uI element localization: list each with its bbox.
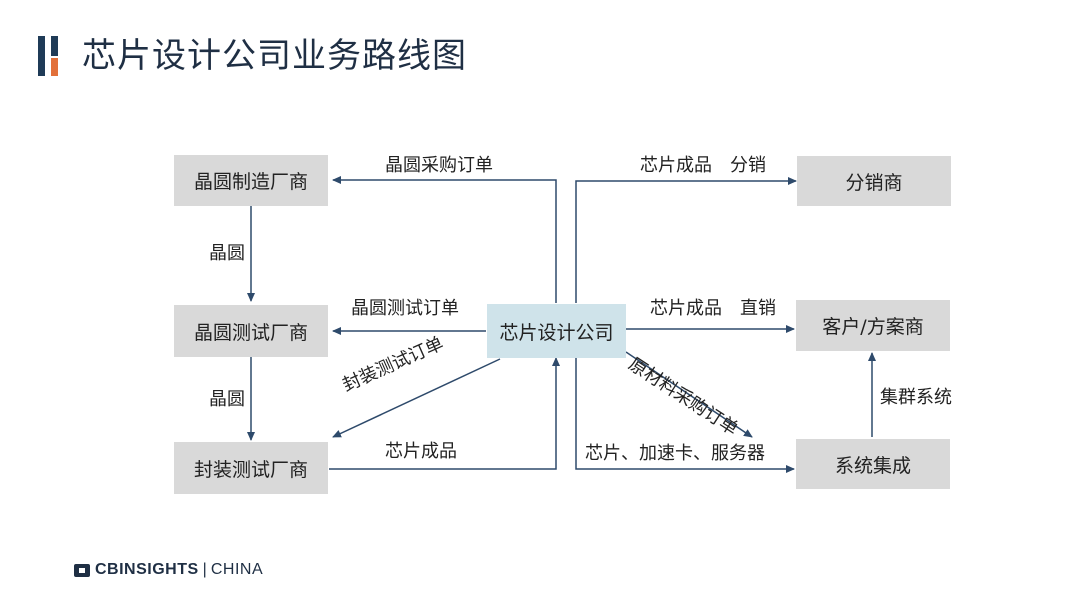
cbinsights-china-logo: CBINSIGHTS | CHINA — [74, 560, 263, 580]
node-wafer-fab: 晶圆制造厂商 — [174, 155, 328, 206]
logo-separator: | — [202, 561, 207, 578]
label-wafer-1: 晶圆 — [209, 243, 245, 264]
arrow-chips-cards-servers — [575, 358, 795, 473]
label-wafer-purchase-order: 晶圆采购订单 — [385, 155, 493, 176]
label-chips-cards-servers: 芯片、加速卡、服务器 — [585, 443, 765, 464]
node-system-integration: 系统集成 — [796, 439, 950, 489]
label-cluster-system: 集群系统 — [880, 387, 952, 408]
node-package-test: 封装测试厂商 — [174, 442, 328, 494]
arrow-distribution — [575, 177, 797, 303]
logo-brand: CBINSIGHTS — [95, 561, 199, 578]
cb-logo-icon — [74, 563, 90, 577]
node-wafer-test: 晶圆测试厂商 — [174, 305, 328, 357]
node-customer: 客户/方案商 — [796, 300, 950, 351]
page-title: 芯片设计公司业务路线图 — [82, 36, 467, 76]
node-distributor: 分销商 — [797, 156, 951, 206]
arrow-package-test-order — [332, 358, 501, 438]
arrow-finished-chips — [329, 357, 560, 470]
arrow-raw-material-order — [625, 351, 753, 438]
label-distribution: 芯片成品 分销 — [640, 155, 766, 176]
label-direct-sales: 芯片成品 直销 — [650, 298, 776, 319]
label-finished-chips: 芯片成品 — [385, 441, 457, 462]
arrow-wafer-purchase-order — [332, 176, 557, 303]
node-chip-design: 芯片设计公司 — [487, 304, 626, 358]
title-accent-bar — [38, 36, 64, 76]
logo-region: CHINA — [210, 561, 264, 578]
label-wafer-test-order: 晶圆测试订单 — [351, 298, 459, 319]
label-wafer-2: 晶圆 — [209, 389, 245, 410]
